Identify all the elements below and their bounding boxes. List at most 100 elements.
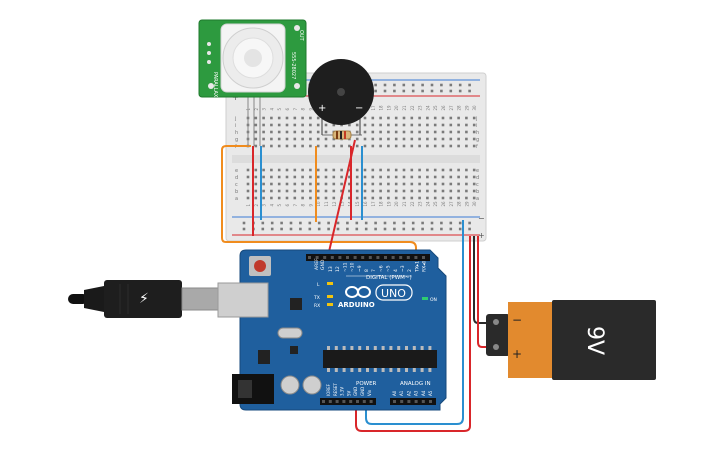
breadboard-hole[interactable] [363, 116, 367, 120]
breadboard-hole[interactable] [465, 144, 468, 148]
breadboard-hole[interactable] [472, 137, 476, 141]
breadboard-hole[interactable] [457, 137, 460, 141]
pir-sensor[interactable]: PARALLAX 555-28027 OUT [198, 19, 307, 146]
breadboard-hole[interactable] [277, 144, 281, 148]
piezo-buzzer[interactable]: + − [308, 59, 374, 135]
breadboard-hole[interactable] [402, 123, 406, 127]
breadboard-hole[interactable] [457, 189, 460, 193]
breadboard-hole[interactable] [472, 182, 476, 186]
breadboard-hole[interactable] [441, 144, 445, 148]
breadboard-hole[interactable] [426, 168, 429, 172]
breadboard-hole[interactable] [430, 221, 434, 225]
breadboard-hole[interactable] [449, 83, 453, 87]
breadboard-hole[interactable] [468, 83, 471, 87]
breadboard-hole[interactable] [332, 175, 336, 179]
wire-battery-minus[interactable] [473, 236, 490, 324]
breadboard-hole[interactable] [332, 144, 336, 148]
breadboard-hole[interactable] [394, 130, 398, 134]
breadboard-hole[interactable] [340, 182, 343, 186]
breadboard-hole[interactable] [410, 123, 414, 127]
breadboard-hole[interactable] [394, 137, 398, 141]
breadboard-hole[interactable] [458, 227, 462, 231]
breadboard-hole[interactable] [411, 227, 415, 231]
header-hole[interactable] [346, 256, 349, 259]
breadboard-hole[interactable] [332, 196, 336, 200]
breadboard-hole[interactable] [363, 189, 367, 193]
breadboard-hole[interactable] [270, 227, 274, 231]
breadboard-hole[interactable] [449, 189, 453, 193]
breadboard-hole[interactable] [379, 144, 382, 148]
header-hole[interactable] [400, 400, 404, 403]
header-hole[interactable] [369, 400, 373, 403]
breadboard-hole[interactable] [418, 196, 421, 200]
header-hole[interactable] [399, 256, 403, 259]
breadboard-hole[interactable] [293, 144, 297, 148]
breadboard-hole[interactable] [458, 221, 462, 225]
breadboard-hole[interactable] [355, 221, 359, 225]
breadboard-hole[interactable] [246, 196, 250, 200]
breadboard-hole[interactable] [254, 130, 258, 134]
breadboard-hole[interactable] [293, 137, 297, 141]
breadboard-hole[interactable] [309, 130, 312, 134]
breadboard-hole[interactable] [363, 123, 367, 127]
breadboard-hole[interactable] [383, 227, 387, 231]
breadboard-hole[interactable] [270, 196, 273, 200]
breadboard-hole[interactable] [440, 89, 443, 93]
breadboard-hole[interactable] [270, 130, 273, 134]
breadboard-hole[interactable] [277, 168, 281, 172]
breadboard-hole[interactable] [364, 221, 368, 225]
breadboard-hole[interactable] [410, 116, 414, 120]
breadboard-hole[interactable] [433, 189, 437, 193]
breadboard-hole[interactable] [308, 227, 312, 231]
breadboard-hole[interactable] [348, 182, 351, 186]
breadboard-hole[interactable] [402, 189, 406, 193]
breadboard-hole[interactable] [426, 137, 429, 141]
breadboard-hole[interactable] [324, 137, 328, 141]
breadboard-hole[interactable] [410, 175, 414, 179]
breadboard-hole[interactable] [289, 221, 293, 225]
breadboard-hole[interactable] [316, 144, 320, 148]
breadboard-hole[interactable] [262, 175, 265, 179]
header-hole[interactable] [407, 400, 411, 403]
header-hole[interactable] [330, 256, 334, 259]
breadboard-hole[interactable] [355, 189, 359, 193]
breadboard-hole[interactable] [299, 227, 302, 231]
breadboard-hole[interactable] [336, 227, 340, 231]
breadboard-hole[interactable] [355, 196, 359, 200]
breadboard-hole[interactable] [285, 116, 289, 120]
breadboard-hole[interactable] [394, 196, 398, 200]
breadboard-hole[interactable] [293, 182, 297, 186]
breadboard-hole[interactable] [410, 144, 414, 148]
breadboard-hole[interactable] [426, 130, 429, 134]
breadboard-hole[interactable] [374, 227, 377, 231]
header-hole[interactable] [361, 256, 365, 259]
breadboard-hole[interactable] [309, 144, 312, 148]
breadboard-hole[interactable] [387, 196, 390, 200]
breadboard-hole[interactable] [254, 123, 258, 127]
breadboard-hole[interactable] [374, 221, 377, 225]
breadboard-hole[interactable] [468, 89, 471, 93]
breadboard-hole[interactable] [285, 175, 289, 179]
breadboard-hole[interactable] [449, 116, 453, 120]
breadboard-hole[interactable] [355, 175, 359, 179]
analog-header[interactable] [390, 398, 436, 405]
breadboard-hole[interactable] [280, 221, 283, 225]
breadboard-hole[interactable] [418, 182, 421, 186]
breadboard-hole[interactable] [270, 168, 273, 172]
breadboard-hole[interactable] [324, 144, 328, 148]
breadboard-hole[interactable] [348, 189, 351, 193]
breadboard-hole[interactable] [270, 182, 273, 186]
breadboard-hole[interactable] [449, 196, 453, 200]
breadboard-hole[interactable] [355, 123, 359, 127]
breadboard-hole[interactable] [472, 168, 476, 172]
breadboard-hole[interactable] [441, 116, 445, 120]
breadboard-hole[interactable] [285, 144, 289, 148]
breadboard-hole[interactable] [340, 144, 343, 148]
breadboard-hole[interactable] [433, 196, 437, 200]
breadboard-hole[interactable] [379, 196, 382, 200]
breadboard-hole[interactable] [449, 182, 453, 186]
header-hole[interactable] [349, 400, 353, 403]
breadboard-hole[interactable] [262, 189, 265, 193]
breadboard-hole[interactable] [430, 227, 434, 231]
breadboard-hole[interactable] [433, 144, 437, 148]
